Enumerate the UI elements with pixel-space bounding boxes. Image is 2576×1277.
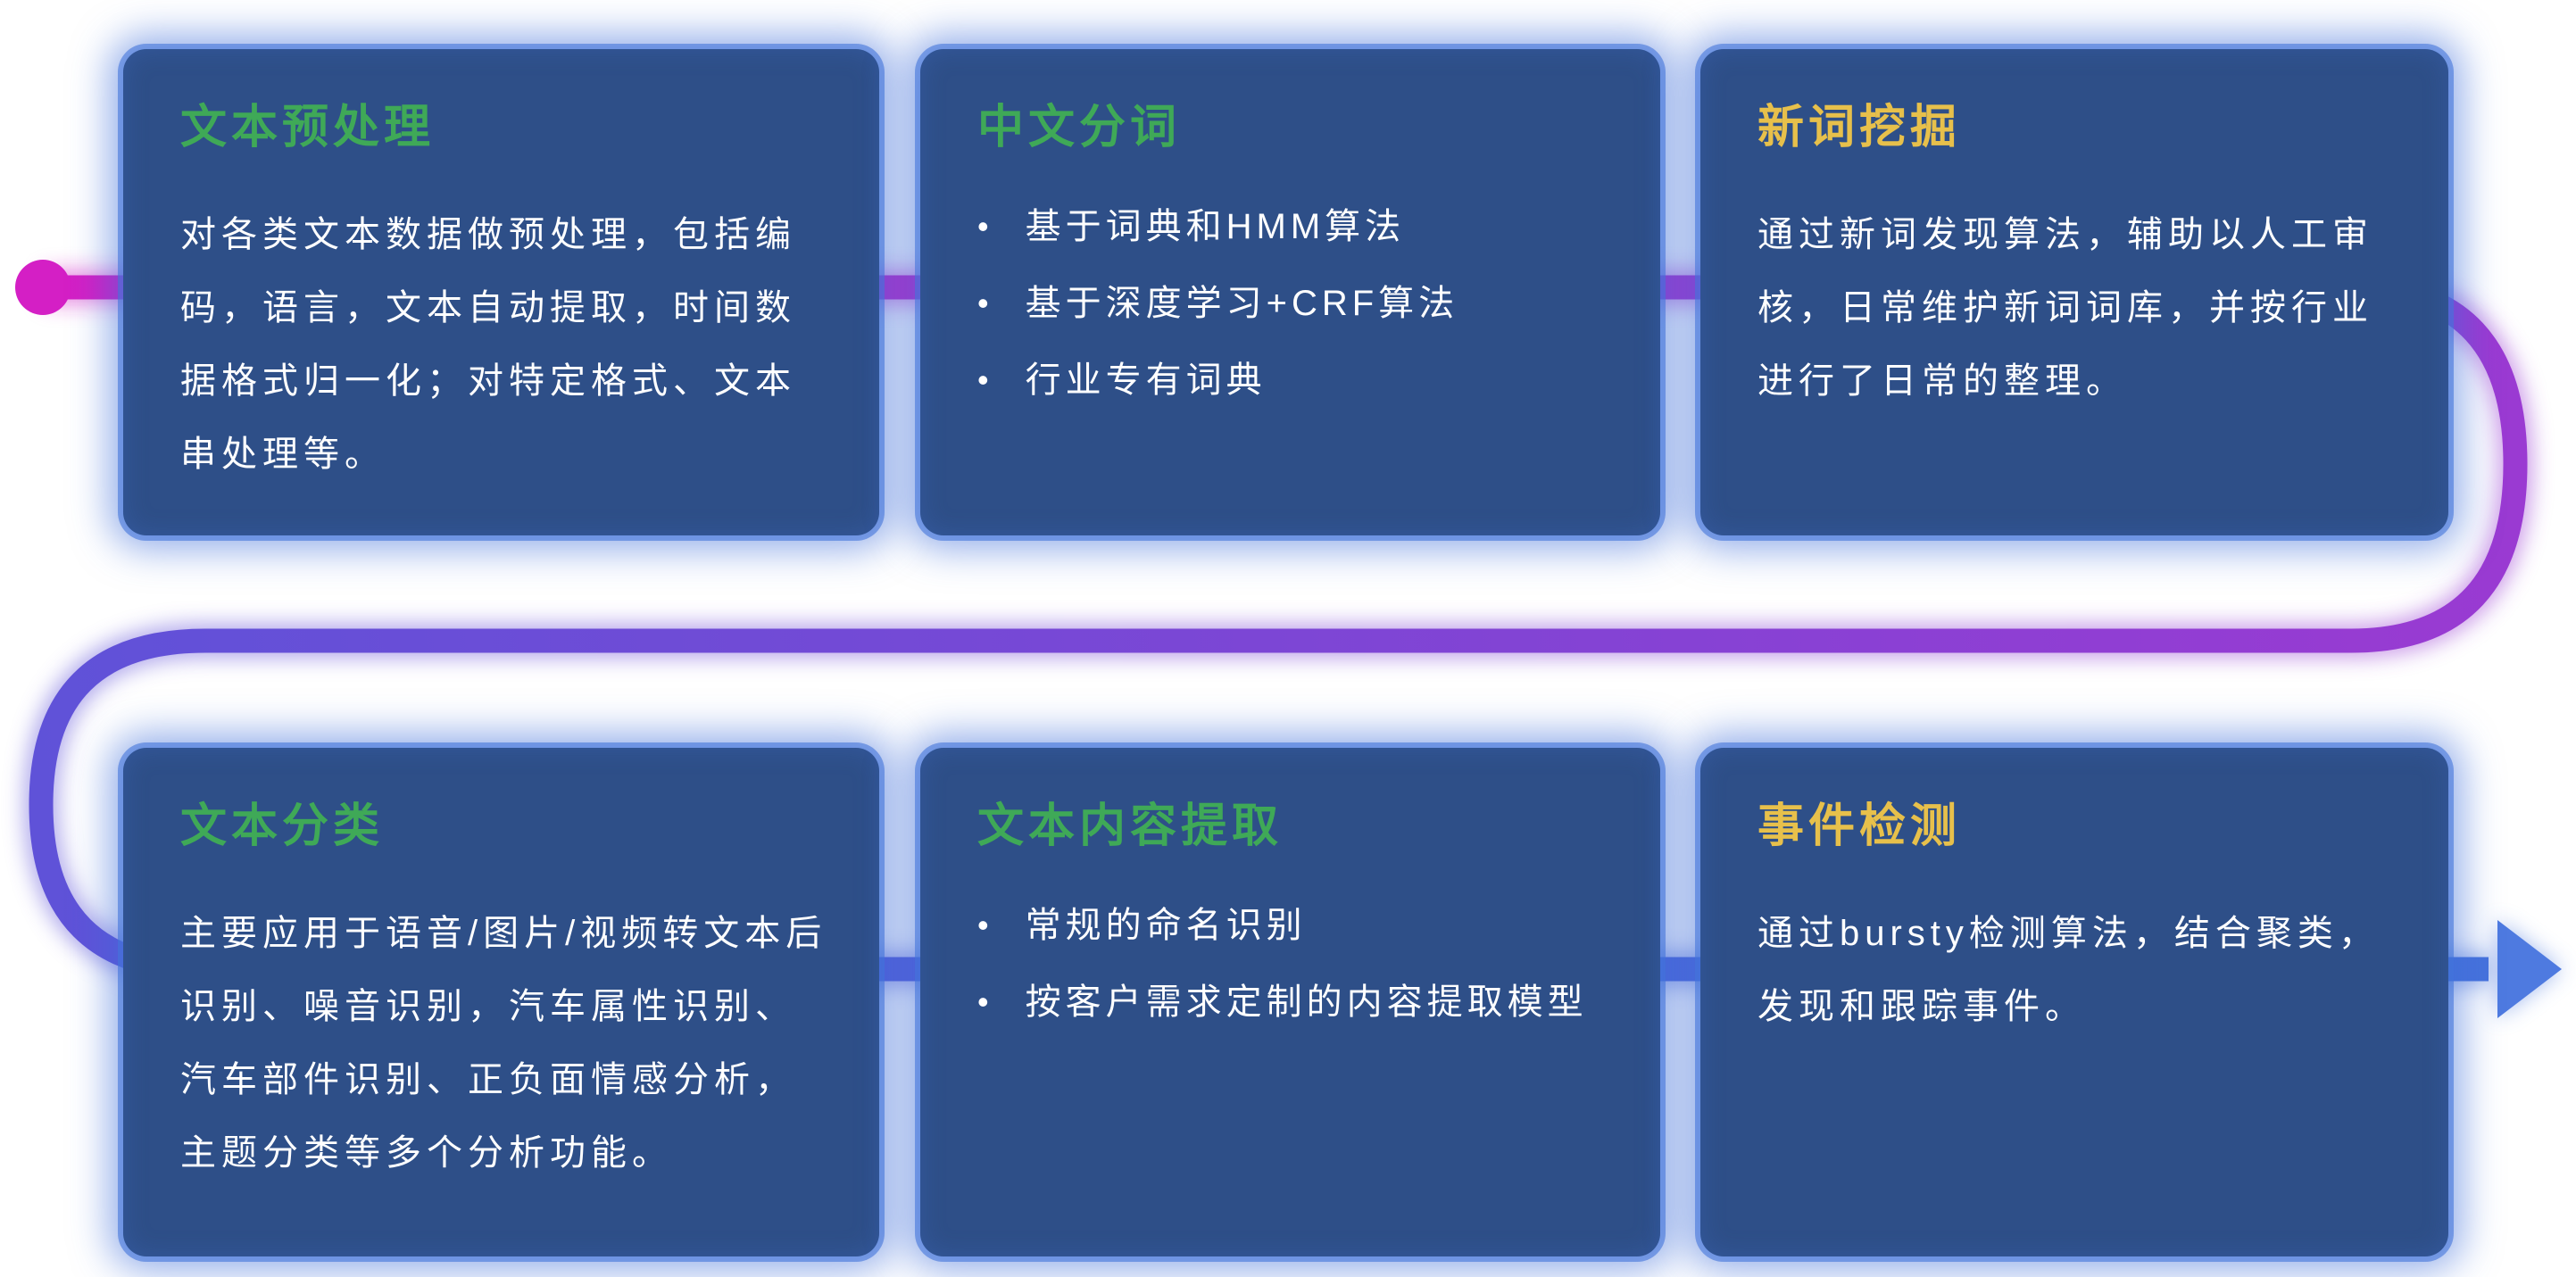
bullet-item: 常规的命名识别 [977,897,1610,954]
card-title: 中文分词 [977,102,1182,153]
bullet-list: 常规的命名识别 按客户需求定制的内容提取模型 [977,897,1610,1031]
card-body-text: 通过新词发现算法，辅助以人工审核，日常维护新词词库，并按行业进行了日常的整理。 [1757,215,2373,401]
bullet-dot-icon [977,897,993,953]
bullet-item: 基于深度学习+CRF算法 [977,275,1610,332]
card-body-text: 主要应用于语音/图片/视频转文本后识别、噪音识别，汽车属性识别、汽车部件识别、正… [180,914,827,1173]
card-title: 文本分类 [180,800,385,852]
bullet-item: 基于词典和HMM算法 [977,198,1610,255]
card-chinese-word-segmentation: 中文分词 基于词典和HMM算法 基于深度学习+CRF算法 行业专有词典 [920,49,1660,535]
flow-segment-middle [29,463,2528,806]
bullet-dot-icon [977,275,993,331]
bullet-text: 行业专有词典 [1025,361,1267,400]
bullet-item: 行业专有词典 [977,352,1610,409]
card-body-text: 对各类文本数据做预处理，包括编码，语言，文本自动提取，时间数据格式归一化；对特定… [180,215,796,474]
bullet-text: 常规的命名识别 [1025,906,1307,945]
bullet-text: 按客户需求定制的内容提取模型 [1025,983,1588,1022]
card-title: 事件检测 [1757,800,1962,852]
card-text-classification: 文本分类 主要应用于语音/图片/视频转文本后识别、噪音识别，汽车属性识别、汽车部… [123,748,879,1256]
bullet-dot-icon [977,198,993,254]
bullet-item: 按客户需求定制的内容提取模型 [977,974,1610,1031]
card-new-word-mining: 新词挖掘 通过新词发现算法，辅助以人工审核，日常维护新词词库，并按行业进行了日常… [1700,49,2448,535]
bullet-list: 基于词典和HMM算法 基于深度学习+CRF算法 行业专有词典 [977,198,1610,409]
flow-start-dot [15,260,71,315]
bullet-dot-icon [977,974,993,1030]
card-event-detection: 事件检测 通过bursty检测算法，结合聚类，发现和跟踪事件。 [1700,748,2448,1256]
flow-arrow-icon [2497,920,2562,1018]
card-text-preprocessing: 文本预处理 对各类文本数据做预处理，包括编码，语言，文本自动提取，时间数据格式归… [123,49,879,535]
bullet-text: 基于深度学习+CRF算法 [1025,284,1459,323]
card-text-content-extraction: 文本内容提取 常规的命名识别 按客户需求定制的内容提取模型 [920,748,1660,1256]
card-title: 文本内容提取 [977,800,1284,852]
bullet-dot-icon [977,352,993,408]
card-title: 文本预处理 [180,102,436,153]
bullet-text: 基于词典和HMM算法 [1025,207,1406,246]
card-body-text: 通过bursty检测算法，结合聚类，发现和跟踪事件。 [1757,914,2380,1026]
card-title: 新词挖掘 [1757,102,1962,153]
